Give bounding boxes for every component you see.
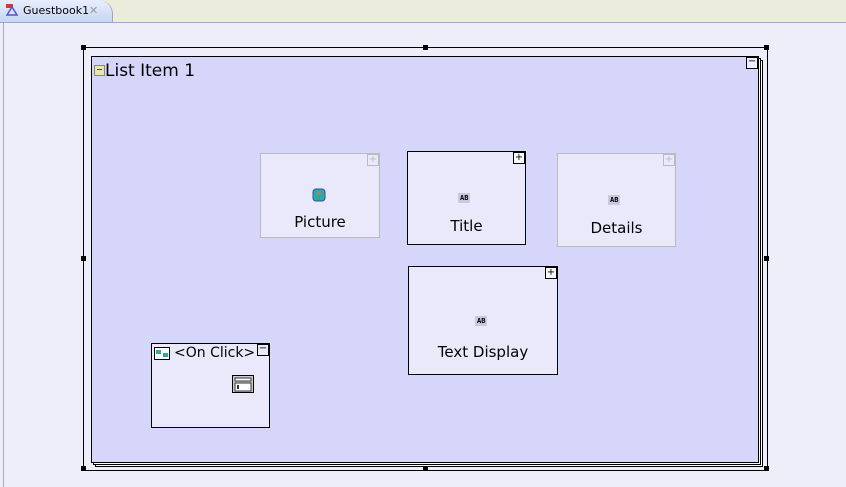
collapse-icon[interactable]: −: [94, 65, 105, 76]
picture-label: Picture: [294, 213, 346, 231]
expand-icon[interactable]: +: [545, 267, 557, 279]
text-icon: AB: [608, 195, 621, 205]
editor-tab-bar: Guestbook1 ✕: [0, 0, 846, 23]
close-icon[interactable]: ✕: [89, 4, 99, 17]
picture-icon: [312, 188, 326, 202]
resize-handle[interactable]: [764, 256, 769, 261]
tab-guestbook1[interactable]: Guestbook1 ✕: [0, 0, 113, 22]
text-icon: AB: [475, 316, 488, 326]
action-icon: [232, 375, 254, 393]
minimize-button[interactable]: −: [257, 343, 269, 356]
event-icon: [154, 347, 170, 360]
picture-widget[interactable]: + Picture: [260, 153, 380, 238]
title-label: Title: [450, 217, 483, 235]
on-click-event[interactable]: <On Click> −: [151, 343, 270, 428]
text-display-widget[interactable]: + AB Text Display: [408, 266, 558, 375]
text-icon: AB: [458, 193, 471, 203]
resize-handle[interactable]: [423, 466, 428, 471]
on-click-label: <On Click>: [174, 345, 256, 361]
minimize-button[interactable]: −: [746, 56, 758, 69]
expand-icon[interactable]: +: [663, 154, 675, 166]
resize-handle[interactable]: [764, 45, 769, 50]
expand-icon[interactable]: +: [513, 152, 525, 164]
list-item-container[interactable]: − List Item 1 − + Picture + AB Title + A…: [91, 56, 759, 463]
resize-handle[interactable]: [423, 45, 428, 50]
text-display-label: Text Display: [437, 343, 529, 361]
details-label: Details: [590, 219, 643, 237]
list-item-title: List Item 1: [105, 61, 196, 81]
title-widget[interactable]: + AB Title: [407, 151, 526, 245]
resize-handle[interactable]: [81, 256, 86, 261]
tab-label: Guestbook1: [23, 4, 90, 17]
resize-handle[interactable]: [81, 45, 86, 50]
details-widget[interactable]: + AB Details: [557, 153, 676, 247]
expand-icon[interactable]: +: [367, 154, 379, 166]
app-icon: [6, 4, 18, 16]
resize-handle[interactable]: [81, 466, 86, 471]
resize-handle[interactable]: [764, 466, 769, 471]
